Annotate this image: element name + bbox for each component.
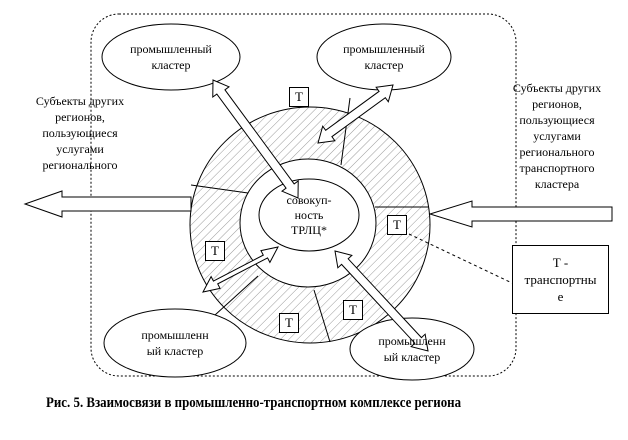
transport-node-box: Т [205,241,225,261]
bidirectional-arrow [202,246,279,293]
left-subjects-line: регионов, [55,110,105,124]
legend-line: транспортны [524,272,597,287]
cluster-top-left [101,23,241,91]
cluster-label-line: промышленн [378,334,446,348]
left-subjects-label: Субъекты других регионов, пользующиеся у… [10,93,150,173]
outer-dashed-frame [90,13,517,377]
cluster-bottom-right [349,317,475,381]
cluster-top-right-label: промышленный кластер [317,33,451,81]
right-subjects-label: Субъекты других регионов, пользующиеся у… [487,80,627,193]
bidirectional-arrow [317,84,394,144]
left-subjects-line: Субъекты других [35,94,125,108]
cluster-label-line: промышленный [343,42,425,56]
legend-box: Т - транспортны е [512,245,609,314]
center-label-line: ТРЛЦ* [291,222,327,237]
right-subjects-line: Субъекты других [512,81,602,95]
right-subjects-line: регионального [519,145,595,159]
bidirectional-arrow [334,250,429,352]
cluster-label-line: ый кластер [146,344,204,358]
right-subjects-line: регионов, [532,97,582,111]
cluster-label-line: кластер [364,58,404,72]
left-subjects-line: услугами [56,142,104,156]
cluster-label-line: промышленный [130,42,212,56]
center-label-line: ность [294,207,324,222]
ring-divider [214,275,259,316]
right-subjects-line: транспортного [519,161,595,175]
transport-node-box: Т [289,87,309,107]
cluster-top-left-label: промышленный кластер [104,33,238,81]
transport-node-box: Т [279,313,299,333]
bidirectional-arrow [212,79,299,199]
right-subjects-line: услугами [533,129,581,143]
cluster-label-line: ый кластер [383,350,441,364]
cluster-bottom-left-label: промышленн ый кластер [108,320,242,366]
ring-divider [313,289,331,343]
center-core [258,178,360,252]
legend-line: е [557,289,564,304]
right-subjects-line: кластера [534,177,580,191]
figure-caption: Рис. 5. Взаимосвязи в промышленно-трансп… [46,395,462,411]
transport-node-box: Т [387,215,407,235]
legend-line: Т - [552,255,569,270]
left-subjects-line: регионального [42,158,118,172]
cluster-bottom-left [103,308,247,378]
center-label-line: совокуп- [286,192,332,207]
ring-divider [340,97,351,166]
left-subjects-line: пользующиеся [42,126,118,140]
incoming-arrow-right [428,200,613,228]
cluster-label-line: промышленн [141,328,209,342]
center-label: совокуп- ность ТРЛЦ* [259,191,359,239]
cluster-label-line: кластер [151,58,191,72]
legend-connector [408,233,513,284]
ring-divider [190,184,249,194]
cluster-bottom-right-label: промышленн ый кластер [352,327,472,371]
outgoing-arrow-left [23,190,192,218]
right-subjects-line: пользующиеся [519,113,595,127]
transport-node-box: Т [343,300,363,320]
